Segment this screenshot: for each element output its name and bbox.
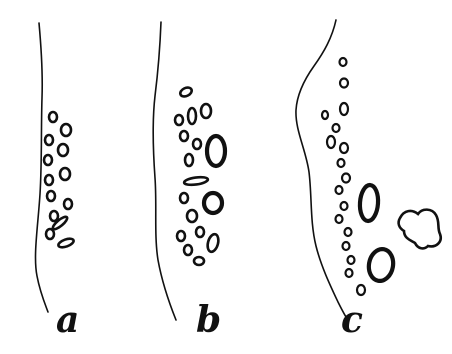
cell	[340, 79, 348, 88]
cell	[49, 112, 57, 122]
cell	[341, 202, 348, 210]
panel-c-label: c	[341, 299, 363, 341]
cell	[185, 154, 193, 166]
irregular-cell	[399, 210, 441, 249]
panel-b-cell-cluster	[175, 86, 225, 265]
cell	[196, 227, 204, 237]
panel-a-label: a	[56, 299, 79, 341]
cell	[58, 144, 68, 156]
cell	[179, 86, 193, 98]
cell	[175, 115, 183, 125]
cell	[345, 228, 352, 236]
cell	[188, 108, 196, 124]
cell	[180, 131, 188, 141]
cell	[47, 191, 55, 201]
cell	[64, 199, 72, 209]
cell	[207, 136, 225, 166]
cell	[346, 269, 353, 277]
cell	[180, 193, 188, 203]
cell	[50, 211, 58, 221]
panel-b: b	[153, 22, 225, 341]
cell	[57, 237, 74, 249]
cell	[340, 143, 348, 153]
cell	[61, 124, 71, 136]
cell	[327, 136, 335, 148]
panel-c-cell-cluster	[322, 58, 441, 295]
cell	[357, 285, 365, 295]
cell	[322, 111, 328, 119]
cell	[343, 242, 350, 250]
cell	[184, 176, 209, 186]
cell	[206, 233, 220, 253]
cell	[340, 103, 348, 115]
cell	[359, 184, 379, 221]
cell	[366, 247, 395, 283]
cell	[204, 193, 222, 213]
cell	[336, 215, 343, 223]
cell	[46, 229, 54, 239]
panel-a-boundary-line	[35, 23, 48, 312]
cell	[338, 159, 345, 167]
cell	[187, 210, 197, 222]
cell	[342, 174, 350, 183]
panel-a-cell-cluster	[44, 112, 75, 249]
panel-c: c	[296, 20, 441, 341]
cell	[193, 139, 201, 149]
cell	[177, 231, 185, 241]
cell	[194, 257, 204, 265]
cell	[201, 104, 211, 118]
cell	[45, 135, 53, 145]
cell	[336, 186, 343, 194]
panel-b-boundary-line	[153, 22, 176, 320]
cell	[333, 124, 340, 132]
cell	[44, 155, 52, 165]
cell	[184, 245, 192, 255]
panel-b-label: b	[196, 299, 221, 341]
cell	[348, 256, 355, 264]
cell	[45, 175, 53, 185]
panel-a: a	[35, 23, 79, 341]
cell	[60, 168, 70, 180]
cell	[340, 58, 347, 66]
